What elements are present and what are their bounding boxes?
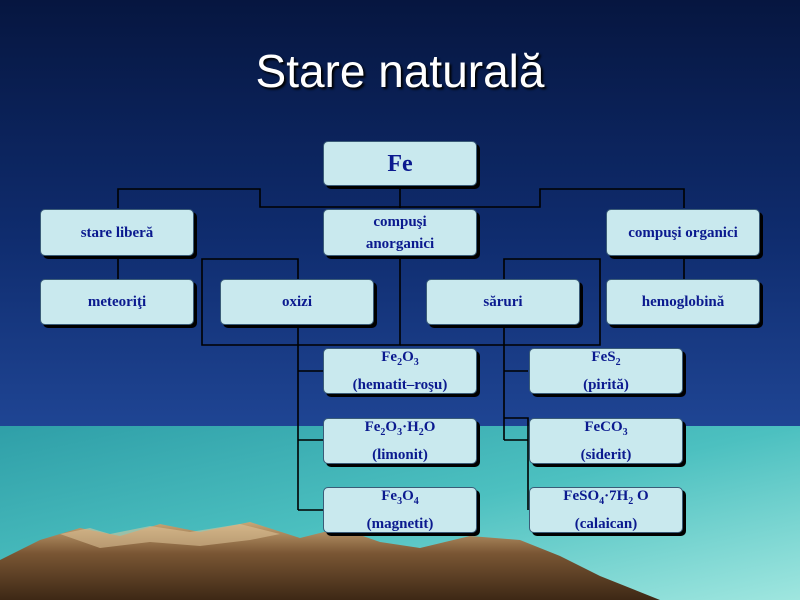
node-limonit: Fe2O3·H2O (limonit): [323, 418, 477, 464]
node-magnetit: Fe3O4 (magnetit): [323, 487, 477, 533]
node-meteoriti: meteoriţi: [40, 279, 194, 325]
formula-fe3o4: Fe3O4: [381, 488, 419, 507]
node-hematit: Fe2O3 (hematit–roşu): [323, 348, 477, 394]
node-calaican: FeSO4·7H2 O (calaican): [529, 487, 683, 533]
formula-fes2: FeS2: [591, 349, 621, 368]
node-pirita: FeS2 (pirită): [529, 348, 683, 394]
node-compusi-organici: compuşi organici: [606, 209, 760, 256]
mountains-highlight: [60, 524, 280, 548]
page-title: Stare naturală: [255, 45, 545, 97]
formula-feco3: FeCO3: [584, 419, 628, 438]
node-hemoglobina: hemoglobină: [606, 279, 760, 325]
node-compusi-anorganici: compuşi anorganici: [323, 209, 477, 256]
node-fe: Fe: [323, 141, 477, 186]
node-oxizi: oxizi: [220, 279, 374, 325]
formula-limonit: Fe2O3·H2O: [364, 419, 436, 438]
node-saruri: săruri: [426, 279, 580, 325]
formula-fe2o3: Fe2O3: [381, 349, 419, 368]
node-siderit: FeCO3 (siderit): [529, 418, 683, 464]
node-stare-libera: stare liberă: [40, 209, 194, 256]
formula-feso4: FeSO4·7H2 O: [563, 488, 649, 507]
